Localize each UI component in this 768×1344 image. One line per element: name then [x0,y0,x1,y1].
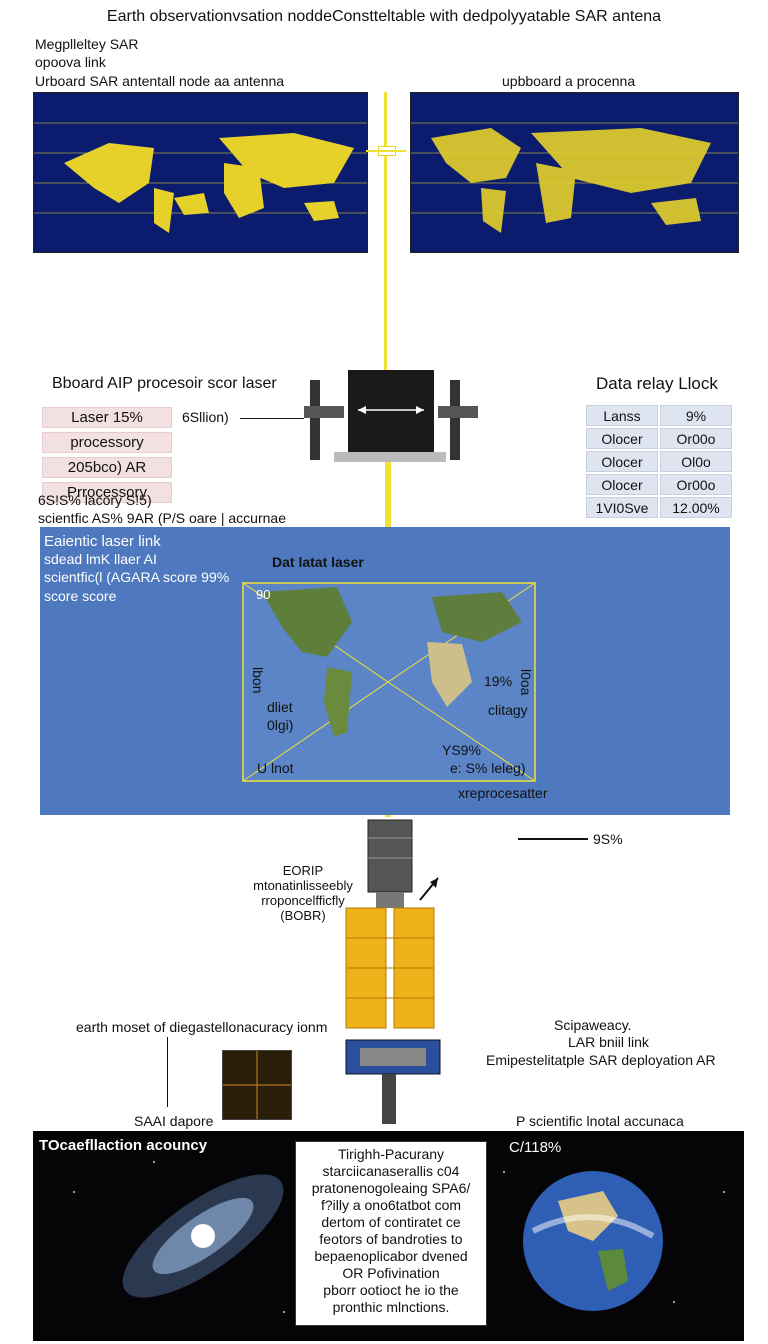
map-label-right-3: clitagy [488,702,528,718]
left-note-2: scientfic AS% 9AR (P/S oare | accurnae [38,510,286,526]
panel-line-1: sdead lmK llaer AI [44,551,157,567]
top-left-world-map [33,92,368,253]
top-label-3: Urboard SAR antentall node aa antenna [35,73,285,89]
relay-cell: 1VI0Sve [586,497,658,518]
description-line: pborr ootioct he io the [323,1282,459,1298]
data-relay-title: Data relay Llock [596,374,718,393]
eorip-line: rroponcelfficfly [261,893,345,908]
space-right-title: C/118% [509,1139,562,1156]
earth-globe-image [523,1171,663,1311]
relay-satellite [304,370,478,462]
deploy-label: Emipestelitatple SAR deployation AR [486,1052,716,1068]
left-table-cell: processory [42,432,172,453]
relay-cell: Olocer [586,474,658,495]
description-box: Tirighh-Pacurany starciicanaserallis c04… [295,1141,487,1326]
panel-title: Eaientic laser link [44,533,161,550]
sar-label: SAAI dapore [134,1113,214,1129]
space-panel: TOcaefllaction acouncy C/118% Tirighh-Pa… [33,1131,744,1341]
left-link-label: 6Sllion) [182,409,229,425]
top-label-2: opoova link [35,54,106,70]
earth-leader-line [167,1037,168,1107]
galaxy-image [122,1174,284,1298]
description-line: pronthic mlnctions. [332,1299,450,1315]
map-label-right-4: YS9% [442,742,481,758]
relay-cell: Olocer [586,428,658,449]
description-line: dertom of contiratet ce [321,1214,461,1230]
lower-arrow-label: 9S% [593,831,623,847]
laser-link-upper [384,92,387,382]
eorip-line: mtonatinlisseebly [253,878,353,893]
map-label-left-2: lbon [250,667,266,694]
left-note-1: 6S!S% lacory S!5) [38,492,152,508]
description-line: starciicanaserallis c04 [322,1163,460,1179]
left-table-cell: Prrocessory [42,482,172,503]
description-line: bepaenoplicabor dvened [314,1248,468,1264]
laser-link-panel: Eaientic laser link sdead lmK llaer AI s… [40,527,730,815]
description-line: f?illy a ono6tatbot com [320,1197,462,1213]
onboard-processor-title: Bboard AIP procesoir scor laser [52,375,277,392]
top-right-label: upbboard a procenna [502,73,636,89]
relay-cell: Or00o [660,474,732,495]
map-label-left-3: dliet [267,699,293,715]
map-label-right-1: 19% [484,673,513,689]
left-stats-table: Laser 15% processory 205bco) AR Prrocess… [42,407,172,507]
map-title: Dat latat laser [272,554,364,570]
sar-antenna-grid [222,1050,292,1120]
left-table-cell: Laser 15% [42,407,172,428]
right-line-2: LAR bniil link [568,1034,649,1050]
relay-cell: Or00o [660,428,732,449]
panel-line-2: scientfic(l (AGARA score 99% [44,569,230,585]
right-line-1: Scipaweacy. [554,1017,632,1033]
relay-cell: Lanss [586,405,658,426]
map-label-left-1: 90 [256,587,271,602]
space-left-title: TOcaefllaction acouncy [39,1137,208,1154]
map-label-right-5: e: S% leleg) [450,760,526,776]
laser-crossbeam [366,150,406,152]
relay-cell: Olocer [586,451,658,472]
laser-world-map [242,582,536,782]
description-line: pratonenogoleaing SPA6/ [311,1180,471,1196]
panel-bottom-label: xreprocesatter [458,785,548,801]
relay-cell: 12.00% [660,497,732,518]
top-label-1: Megplleltey SAR [35,36,139,52]
map-label-right-2: l0oa [518,669,534,696]
relay-cell: Ol0o [660,451,732,472]
map-label-left-4: 0lgi) [267,717,294,733]
description-line: OR Pofivination [342,1265,440,1281]
page-title: Earth observationvsation noddeConsttelta… [106,8,662,25]
description-line: feotors of bandroties to [319,1231,463,1247]
scientific-label: P scientific lnotal accunaca [516,1113,684,1129]
eorip-line: (BOBR) [280,908,326,923]
sar-satellite [345,819,441,1124]
description-line: Tirighh-Pacurany [337,1146,445,1162]
panel-line-3: score score [44,588,117,604]
earth-label: earth moset of diegastellonacuracy ionm [76,1019,328,1035]
map-label-left-5: U lnot [257,760,294,776]
top-right-world-map [410,92,739,253]
lower-arrow-line [518,838,588,840]
eorip-line: EORIP [282,863,324,878]
eorip-block: EORIP mtonatinlisseebly rroponcelfficfly… [248,863,358,923]
left-leader-line [240,418,304,419]
left-table-cell: 205bco) AR [42,457,172,478]
relay-cell: 9% [660,405,732,426]
